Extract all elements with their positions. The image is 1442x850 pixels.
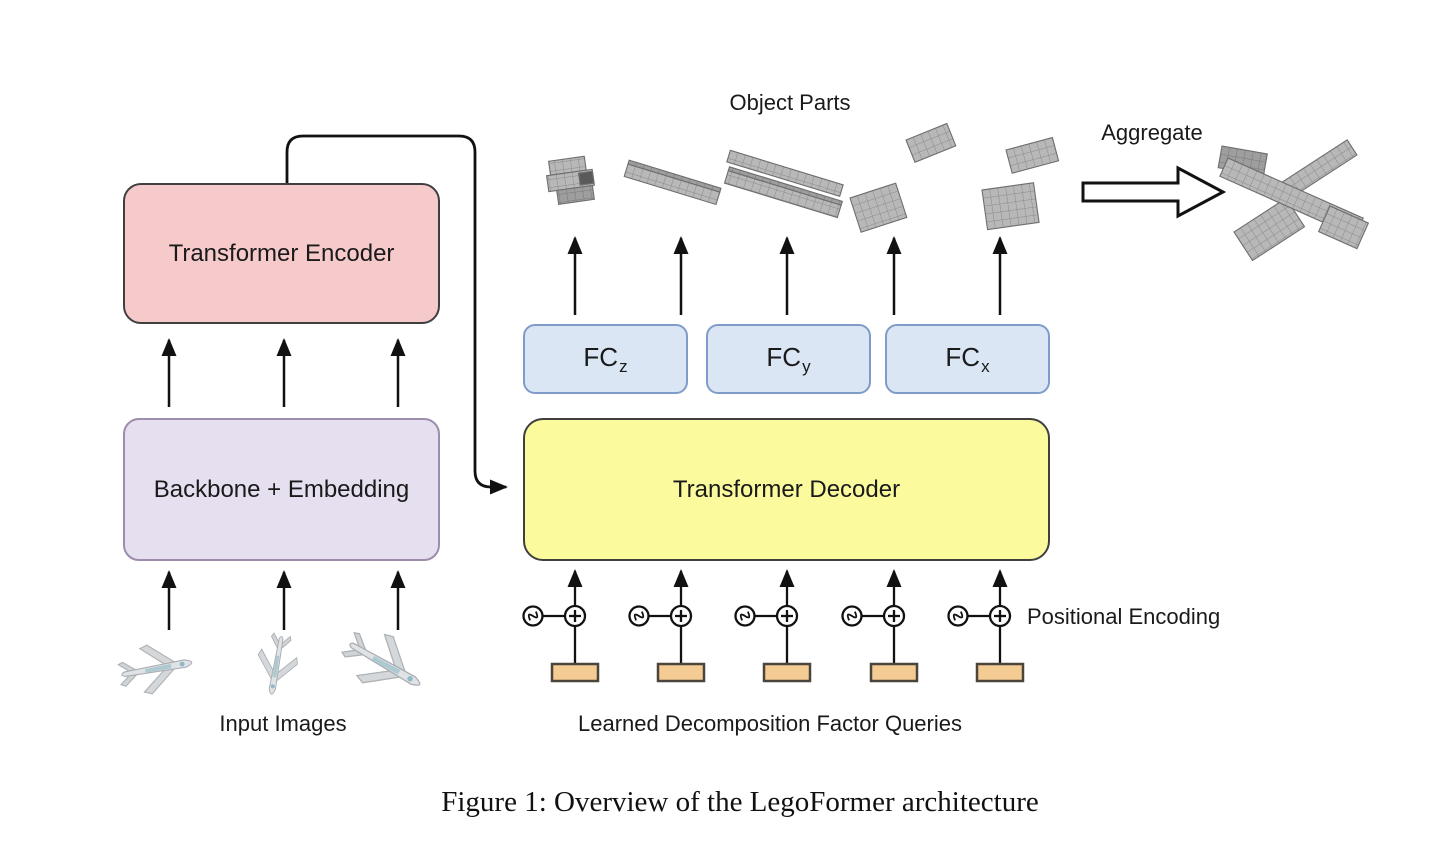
input-airplane-image-2: [251, 630, 303, 699]
figure-caption: Figure 1: Overview of the LegoFormer arc…: [441, 786, 1039, 818]
transformer-decoder-label: Transformer Decoder: [672, 475, 901, 503]
images-to-backbone-arrows: [161, 570, 406, 630]
voxel-airplane-image: [1217, 139, 1370, 262]
transformer-encoder-box: Transformer Encoder: [123, 183, 440, 324]
backbone-embedding-label: Backbone + Embedding: [153, 475, 410, 503]
transformer-decoder-box: Transformer Decoder: [523, 418, 1050, 561]
fc-to-parts-arrows: [567, 236, 1008, 315]
positional-encoding-unit: [628, 569, 706, 683]
input-images-label: Input Images: [219, 711, 347, 736]
object-part-voxel-3: [723, 149, 844, 219]
input-airplane-image-1: [114, 637, 197, 700]
query-token-box: [975, 662, 1025, 683]
transformer-encoder-label: Transformer Encoder: [168, 239, 395, 267]
object-part-voxel-4: [849, 122, 957, 233]
positional-encoding-unit: [734, 569, 812, 683]
encoder-to-decoder-connector: [285, 134, 508, 495]
positional-encoding-unit: [947, 569, 1025, 683]
object-part-voxel-1: [545, 155, 595, 205]
sine-wave-icon: [739, 611, 751, 621]
object-part-voxel-images: [545, 122, 1060, 233]
input-airplane-images: [114, 617, 435, 709]
fc-z-label: FCz: [583, 341, 628, 376]
sine-wave-icon: [846, 611, 858, 621]
positional-encoding-unit: [841, 569, 919, 683]
object-part-voxel-5: [981, 136, 1060, 231]
sine-wave-icon: [952, 611, 964, 621]
positional-encoding-label: Positional Encoding: [1027, 604, 1221, 629]
object-part-voxel-2: [623, 159, 722, 206]
positional-encoding-units: [522, 569, 1025, 683]
query-token-box: [869, 662, 919, 683]
aggregate-block-arrow-icon: [1081, 165, 1227, 219]
aggregate-label: Aggregate: [1101, 120, 1203, 145]
fc-z-box: FCz: [523, 324, 688, 394]
positional-encoding-unit: [522, 569, 600, 683]
object-parts-label: Object Parts: [729, 90, 851, 115]
input-airplane-image-3: [333, 617, 435, 709]
fc-x-label: FCx: [945, 341, 990, 376]
query-token-box: [550, 662, 600, 683]
backbone-embedding-box: Backbone + Embedding: [123, 418, 440, 561]
backbone-to-encoder-arrows: [161, 338, 406, 407]
queries-label: Learned Decomposition Factor Queries: [578, 711, 962, 736]
query-token-box: [656, 662, 706, 683]
sine-wave-icon: [633, 611, 645, 621]
sine-wave-icon: [527, 611, 539, 621]
fc-y-label: FCy: [766, 341, 811, 376]
fc-y-box: FCy: [706, 324, 871, 394]
fc-x-box: FCx: [885, 324, 1050, 394]
query-token-box: [762, 662, 812, 683]
